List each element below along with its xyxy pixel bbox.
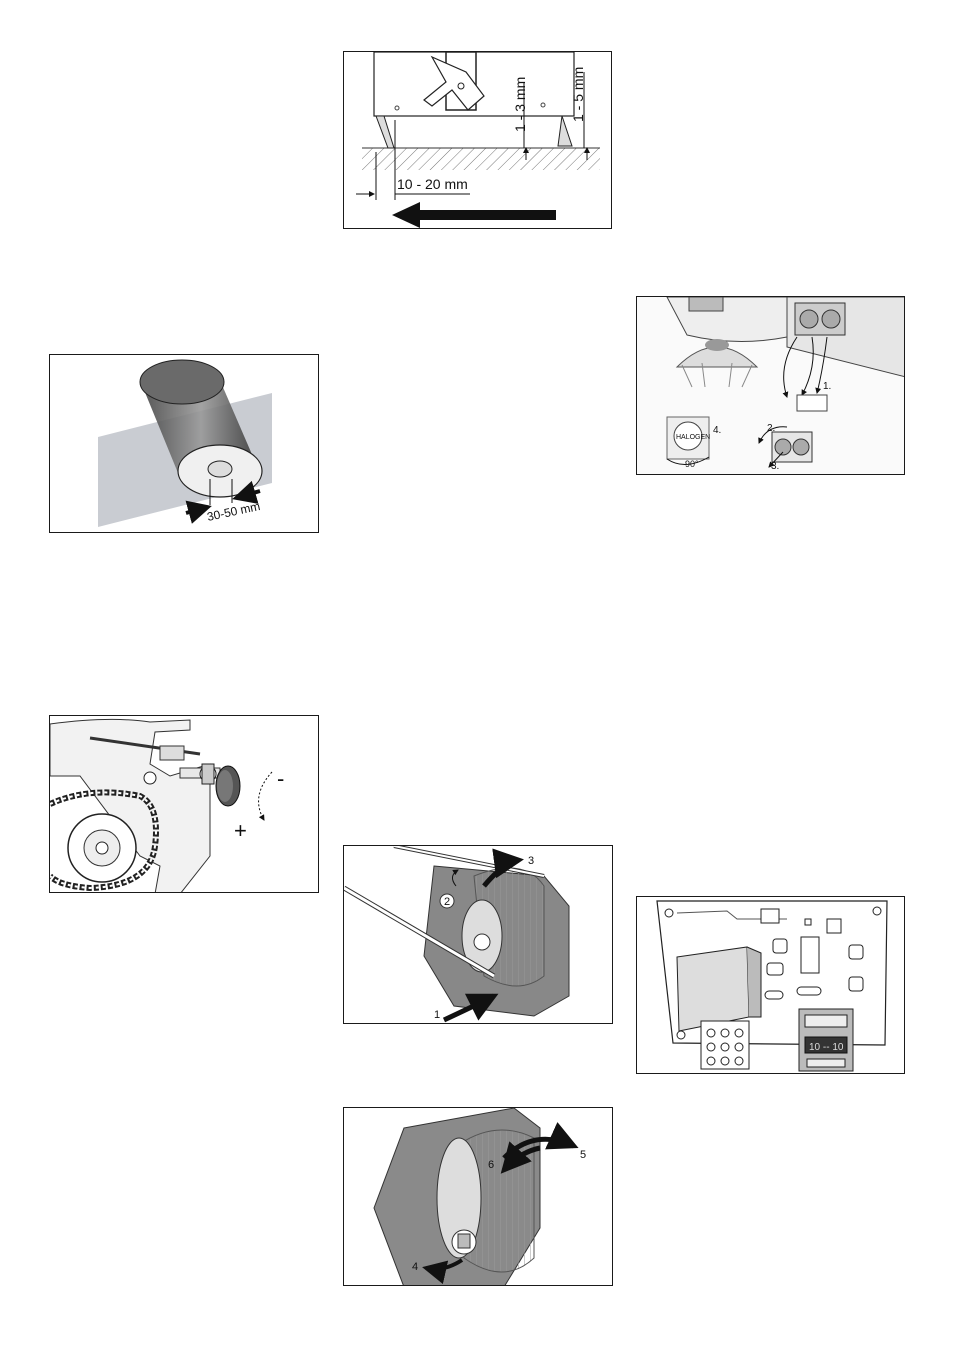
filter-rotation-diagram: 4 5 6	[344, 1108, 613, 1286]
chain-minus-label: -	[277, 766, 284, 791]
figure-brush-pattern: 30-50 mm	[49, 354, 319, 533]
figure-chain-tension: - +	[49, 715, 319, 893]
lamp-diagram: HALOGEN 1. 2. 3. 4. 90°	[637, 297, 905, 475]
circuit-display-text: 10 -- 10	[809, 1042, 844, 1053]
lamp-angle-label: 90°	[685, 459, 699, 469]
lamp-step-4: 4.	[713, 425, 721, 436]
squeegee-label-1-5mm: 1 - 5 mm	[570, 67, 586, 122]
brush-pattern-diagram: 30-50 mm	[50, 355, 319, 533]
chain-plus-label: +	[234, 818, 247, 843]
lamp-step-1: 1.	[823, 381, 831, 392]
filter-step-6: 6	[488, 1159, 494, 1171]
squeegee-label-10-20mm: 10 - 20 mm	[397, 176, 468, 192]
filter-step-2: 2	[444, 896, 450, 908]
figure-circuit-board: 10 -- 10	[636, 896, 905, 1074]
lamp-step-2: 2.	[767, 423, 775, 434]
circuit-board-diagram: 10 -- 10	[637, 897, 905, 1074]
filter-step-4: 4	[412, 1261, 418, 1273]
brush-pattern-label: 30-50 mm	[206, 499, 262, 524]
squeegee-label-1-3mm: 1 - 3 mm	[512, 77, 528, 132]
chain-tension-diagram: - +	[50, 716, 319, 893]
figure-squeegee-adjustment: 1 - 3 mm 1 - 5 mm 10 - 20 mm	[343, 51, 612, 229]
lamp-step-3: 3.	[771, 461, 779, 472]
lamp-bulb-text: HALOGEN	[676, 434, 710, 441]
filter-removal-diagram: 1 2 3	[344, 846, 613, 1024]
figure-filter-removal: 1 2 3	[343, 845, 613, 1024]
figure-lamp-replacement: HALOGEN 1. 2. 3. 4. 90°	[636, 296, 905, 475]
filter-step-3: 3	[528, 855, 534, 867]
squeegee-diagram: 1 - 3 mm 1 - 5 mm 10 - 20 mm	[344, 52, 612, 229]
filter-step-1: 1	[434, 1009, 440, 1021]
filter-step-5: 5	[580, 1149, 586, 1161]
figure-filter-rotation: 4 5 6	[343, 1107, 613, 1286]
